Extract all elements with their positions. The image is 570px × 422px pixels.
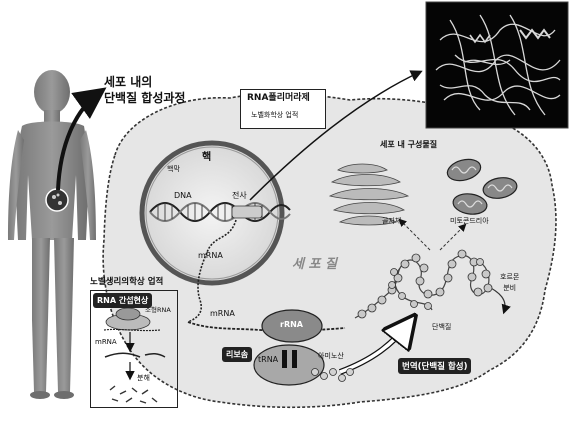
dna-label: DNA [174,191,192,200]
organelles-title: 세포 내 구성물질 [380,140,438,149]
dna-helix [149,202,291,222]
human-figure [8,70,96,399]
amino-acid-chain [311,368,354,382]
mrna-strand [187,219,237,323]
nucleus-mrna-label: mRNA [198,251,223,260]
nuclear-membrane-label: 핵막 [167,165,180,173]
rna-polymerase-title: RNA폴리머라제 [247,93,310,103]
small-rna-label: 소형RNA [145,306,171,314]
cytoplasm-label: 세 포 질 [292,257,337,272]
body-cell-marker [45,188,69,212]
protein-to-golgi-arrow [398,218,431,251]
protein-label: 단백질 [432,323,452,331]
secretion-label: 호르몬 분비 [500,273,520,292]
title-line-1: 세포 내의 [104,75,153,89]
rna-polymerase-subtitle: 노벨화학상 업적 [251,111,299,119]
rnai-mrna-label: mRNA [95,338,117,346]
title-line-2: 단백질 합성과정 [104,91,186,105]
rrna-label: rRNA [280,320,303,329]
transcription-label: 전사 [232,191,247,200]
ribosome [253,309,325,386]
amino-acid-label: 아미노산 [318,352,344,360]
mrna-strand-ribosome [187,321,346,332]
rnai-illustration [103,307,166,404]
rnai-label: RNA 간섭현상 [93,293,153,308]
protein-to-mito-arrow [439,223,467,251]
rna-polymerase-box: RNA폴리머라제 노벨화학상 업적 [240,89,326,129]
trna-label: tRNA [258,355,279,364]
nucleus-label: 핵 [202,152,212,163]
ribosome-label: 리보솜 [222,347,253,362]
ribosome-mrna-label: mRNA [210,309,235,318]
transcription-arrow [249,70,423,201]
protein-chain [354,249,493,319]
protein-ribbons [435,14,561,116]
decompose-label: 분해 [137,374,150,382]
golgi-body [328,163,410,226]
golgi-label: 골지체 [382,217,402,225]
mitochondria-label: 미토콘드리아 [450,217,489,225]
mitochondria [446,158,518,215]
translation-label: 번역(단백질 합성) [398,358,472,374]
nobel-box-title: 노벨생리의학상 업적 [90,277,164,287]
body-to-title-arrow [56,87,107,191]
nobel-box: RNA 간섭현상 소형RNA mRNA 분해 [90,290,178,408]
